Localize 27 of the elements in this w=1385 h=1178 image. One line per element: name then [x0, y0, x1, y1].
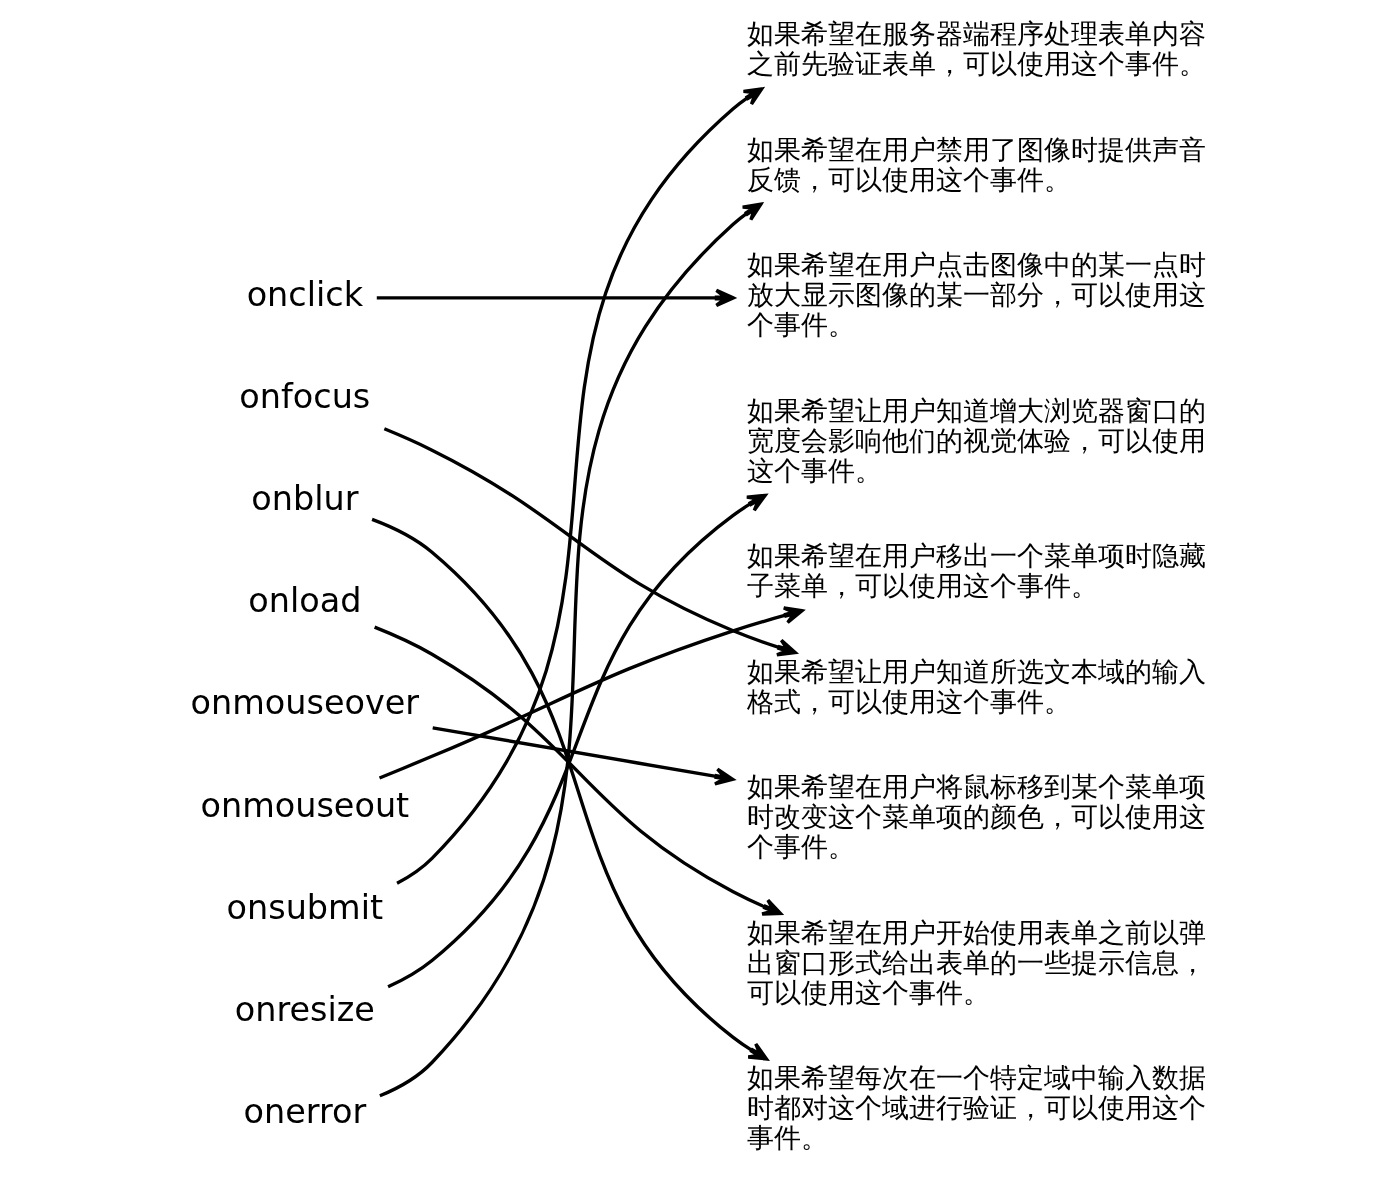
node-text: onsubmit — [226, 887, 383, 927]
arrow — [378, 202, 762, 1098]
node-text: 如果希望在服务器端程序处理表单内容之前先验证表单，可以使用这个事件。 — [746, 18, 1206, 80]
node-text: onmouseout — [199, 785, 409, 825]
node-text: onerror — [243, 1091, 366, 1131]
node-text: 如果希望每次在一个特定域中输入数据时都对这个域进行验证，可以使用这个事件。 — [746, 1062, 1206, 1154]
node-text: 如果希望让用户知道所选文本域的输入格式，可以使用这个事件。 — [746, 655, 1206, 717]
node-text: 如果希望在用户将鼠标移到某个菜单项时改变这个菜单项的颜色，可以使用这个事件。 — [746, 771, 1206, 863]
arrow — [431, 726, 734, 786]
arrow — [376, 288, 735, 308]
node-text: 如果希望在用户点击图像中的某一点时放大显示图像的某一部分，可以使用这个事件。 — [746, 249, 1206, 341]
node-text: onblur — [250, 479, 358, 519]
arrow — [373, 625, 782, 916]
arrow — [383, 427, 797, 657]
node-text: onload — [247, 581, 361, 621]
arrow — [378, 606, 804, 780]
node-text: 如果希望在用户移出一个菜单项时隐藏子菜单，可以使用这个事件。 — [746, 540, 1206, 602]
node-text: 如果希望在用户禁用了图像时提供声音反馈，可以使用这个事件。 — [746, 133, 1206, 195]
node-text: onresize — [234, 989, 375, 1029]
arrow — [386, 493, 767, 989]
node-text: onfocus — [238, 377, 370, 417]
arrow — [395, 87, 763, 885]
arrow — [370, 517, 768, 1061]
node-text: 如果希望在用户开始使用表单之前以弹出窗口形式给出表单的一些提示信息，可以使用这个事件。 — [746, 916, 1206, 1008]
node-text: onclick — [246, 275, 363, 315]
node-text: 如果希望让用户知道增大浏览器窗口的宽度会影响他们的视觉体验，可以使用这个事件。 — [746, 394, 1206, 486]
node-text: onmouseover — [190, 683, 419, 723]
